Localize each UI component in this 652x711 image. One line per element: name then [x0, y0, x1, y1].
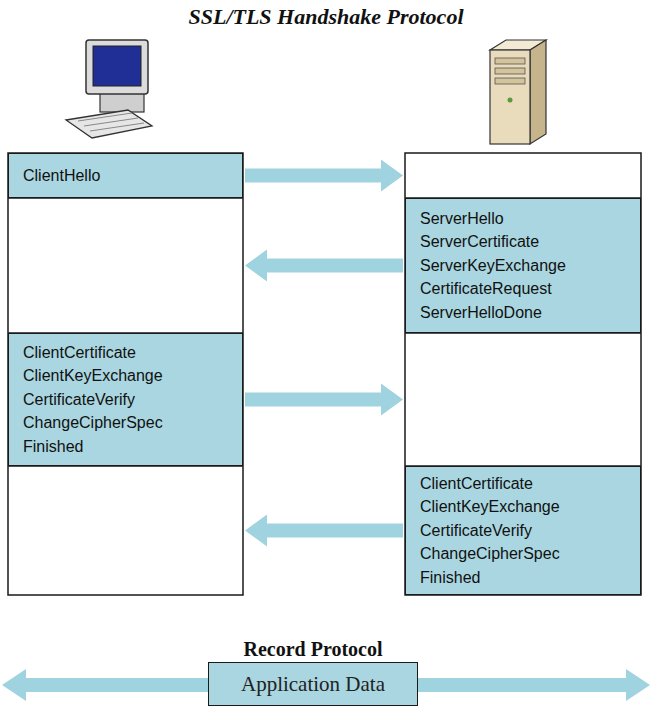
- message-name: ClientKeyExchange: [420, 495, 626, 519]
- message-box: ClientCertificateClientKeyExchangeCertif…: [405, 466, 641, 595]
- column-outline: [8, 153, 641, 595]
- message-name: CertificateRequest: [420, 277, 626, 301]
- message-arrow: [245, 250, 403, 282]
- message-name: ServerHelloDone: [420, 301, 626, 325]
- message-name: ChangeCipherSpec: [420, 542, 626, 566]
- message-name: Finished: [23, 435, 228, 459]
- message-box: ClientHello: [8, 153, 243, 198]
- message-arrow: [245, 515, 403, 547]
- message-name: ClientCertificate: [23, 341, 228, 365]
- client-computer-icon: [66, 40, 152, 138]
- diagram-title: SSL/TLS Handshake Protocol: [0, 4, 652, 30]
- message-name: ClientKeyExchange: [23, 364, 228, 388]
- message-name: ChangeCipherSpec: [23, 411, 228, 435]
- message-name: Finished: [420, 566, 626, 590]
- record-label: Application Data: [241, 672, 385, 697]
- message-box: ClientCertificateClientKeyExchangeCertif…: [8, 333, 243, 466]
- message-arrow: [245, 384, 403, 416]
- message-name: CertificateVerify: [420, 519, 626, 543]
- message-name: ServerHello: [420, 207, 626, 231]
- message-name: ClientCertificate: [420, 472, 626, 496]
- record-box: Record ProtocolApplication Data: [208, 662, 418, 706]
- message-arrow: [245, 160, 403, 192]
- message-name: ClientHello: [23, 164, 228, 188]
- message-box: ServerHelloServerCertificateServerKeyExc…: [405, 198, 641, 333]
- layer-heading: Record Protocol: [243, 638, 382, 661]
- message-name: ServerKeyExchange: [420, 254, 626, 278]
- message-name: ServerCertificate: [420, 230, 626, 254]
- message-name: CertificateVerify: [23, 388, 228, 412]
- server-icon: [490, 40, 546, 144]
